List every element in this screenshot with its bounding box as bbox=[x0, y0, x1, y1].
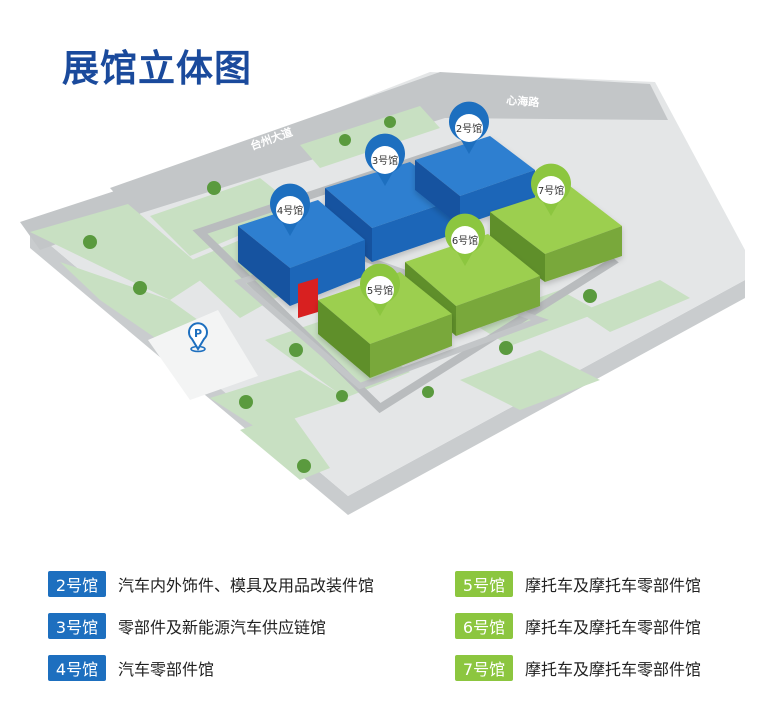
legend-badge: 2号馆 bbox=[48, 571, 106, 597]
pin-label-hall-3: 3号馆 bbox=[372, 154, 398, 167]
pin-label-hall-7: 7号馆 bbox=[538, 184, 564, 197]
pin-hall-6[interactable]: 6号馆 bbox=[445, 213, 485, 266]
pin-hall-3[interactable]: 3号馆 bbox=[365, 133, 405, 186]
road-label-north: 心海路 bbox=[506, 93, 541, 109]
parking-lot bbox=[148, 310, 258, 400]
legend-item: 5号馆 摩托车及摩托车零部件馆 bbox=[455, 563, 701, 605]
map-base-side bbox=[30, 228, 745, 515]
legend-desc: 摩托车及摩托车零部件馆 bbox=[525, 660, 702, 679]
legend-item: 4号馆 汽车零部件馆 bbox=[48, 647, 374, 689]
parking-icon[interactable]: P bbox=[188, 322, 208, 353]
pin-label-hall-4: 4号馆 bbox=[277, 204, 303, 217]
legend-badge: 4号馆 bbox=[48, 655, 106, 681]
pin-label-hall-2: 2号馆 bbox=[456, 122, 482, 135]
pin-hall-4[interactable]: 4号馆 bbox=[270, 183, 310, 236]
road-north bbox=[110, 72, 668, 215]
legend-badge: 3号馆 bbox=[48, 613, 106, 639]
legend-badge: 6号馆 bbox=[455, 613, 513, 639]
hall-2[interactable] bbox=[415, 136, 535, 226]
legend-badge: 5号馆 bbox=[455, 571, 513, 597]
legend-green-halls: 5号馆 摩托车及摩托车零部件馆 6号馆 摩托车及摩托车零部件馆 7号馆 摩托车及… bbox=[455, 563, 701, 689]
pin-hall-2[interactable]: 2号馆 bbox=[449, 101, 489, 154]
legend-desc: 汽车零部件馆 bbox=[118, 660, 215, 679]
gate bbox=[298, 278, 318, 318]
page-title: 展馆立体图 bbox=[62, 47, 252, 90]
pin-label-hall-5: 5号馆 bbox=[367, 284, 393, 297]
legend-badge: 7号馆 bbox=[455, 655, 513, 681]
legend-desc: 摩托车及摩托车零部件馆 bbox=[525, 618, 702, 637]
legend-desc: 零部件及新能源汽车供应链馆 bbox=[118, 618, 327, 637]
legend-blue-halls: 2号馆 汽车内外饰件、模具及用品改装件馆 3号馆 零部件及新能源汽车供应链馆 4… bbox=[48, 563, 374, 689]
legend-desc: 摩托车及摩托车零部件馆 bbox=[525, 576, 702, 595]
hall-7[interactable] bbox=[490, 186, 622, 282]
legend-item: 7号馆 摩托车及摩托车零部件馆 bbox=[455, 647, 701, 689]
legend-item: 6号馆 摩托车及摩托车零部件馆 bbox=[455, 605, 701, 647]
pin-hall-7[interactable]: 7号馆 bbox=[531, 163, 571, 216]
venue-map: 台州大道 心海路 2号馆 3号馆 4号馆 7号馆 6号馆 5号馆 P bbox=[20, 72, 745, 515]
legend-item: 2号馆 汽车内外饰件、模具及用品改装件馆 bbox=[48, 563, 374, 605]
legend-item: 3号馆 零部件及新能源汽车供应链馆 bbox=[48, 605, 374, 647]
pin-hall-5[interactable]: 5号馆 bbox=[360, 263, 400, 316]
pin-label-hall-6: 6号馆 bbox=[452, 234, 478, 247]
svg-text:P: P bbox=[194, 327, 202, 340]
legend-desc: 汽车内外饰件、模具及用品改装件馆 bbox=[118, 576, 375, 595]
trees bbox=[83, 116, 597, 473]
hall-5[interactable] bbox=[318, 272, 452, 378]
